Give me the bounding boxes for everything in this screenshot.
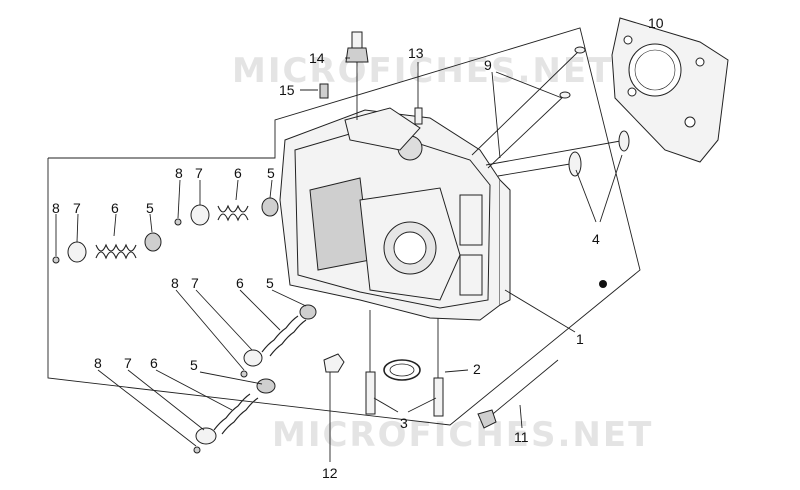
valve-spring-set-3 [240,304,317,378]
callout-2: 2 [473,361,481,377]
callout-8-set1: 8 [52,200,60,216]
watermark-top: MICROFICHES.NET [232,51,613,91]
callout-8-set4: 8 [94,355,102,371]
push-rods [471,46,586,169]
callout-13: 13 [408,45,424,61]
callout-7-set3: 7 [191,275,199,291]
assembly-outline [47,27,641,426]
callout-6-set3: 6 [236,275,244,291]
callout-8-set2: 8 [175,165,183,181]
callout-15: 15 [279,82,295,98]
callout-9: 9 [484,57,492,73]
callout-5-set1: 5 [146,200,154,216]
callout-5-set2: 5 [267,165,275,181]
callout-7-set2: 7 [195,165,203,181]
callout-3: 3 [400,415,408,431]
callout-8-set3: 8 [171,275,179,291]
screw-15 [319,83,329,99]
callout-11: 11 [514,429,529,445]
cylinder-head [279,107,511,321]
stud-13 [414,107,423,125]
callout-7-set4: 7 [124,355,132,371]
valve-exhaust [497,151,582,177]
valve-spring-set-2 [174,197,279,226]
watermark-bottom: MICROFICHES.NET [272,415,653,455]
long-stud-11 [477,359,559,429]
head-gasket [611,17,729,163]
callout-12: 12 [322,465,338,481]
valve-intake [485,130,630,166]
plug-12 [323,353,345,373]
callout-10: 10 [648,15,664,31]
callout-5-set3: 5 [266,275,274,291]
leader-lines [55,57,623,462]
reference-dot [599,280,607,288]
callout-6-set4: 6 [150,355,158,371]
valve-spring-set-4 [193,378,276,454]
o-ring [383,359,421,381]
callout-4: 4 [592,231,600,247]
callout-7-set1: 7 [73,200,81,216]
dowel-pins [365,310,444,417]
callout-labels: 1 2 3 4 5 5 5 5 6 6 6 6 7 7 7 7 8 8 8 8 … [52,15,664,481]
temperature-sensor [345,31,369,120]
callout-14: 14 [309,50,325,66]
callout-6-set2: 6 [234,165,242,181]
callout-1: 1 [576,331,584,347]
valve-spring-set-1 [52,232,162,264]
callout-6-set1: 6 [111,200,119,216]
callout-5-set4: 5 [190,357,198,373]
